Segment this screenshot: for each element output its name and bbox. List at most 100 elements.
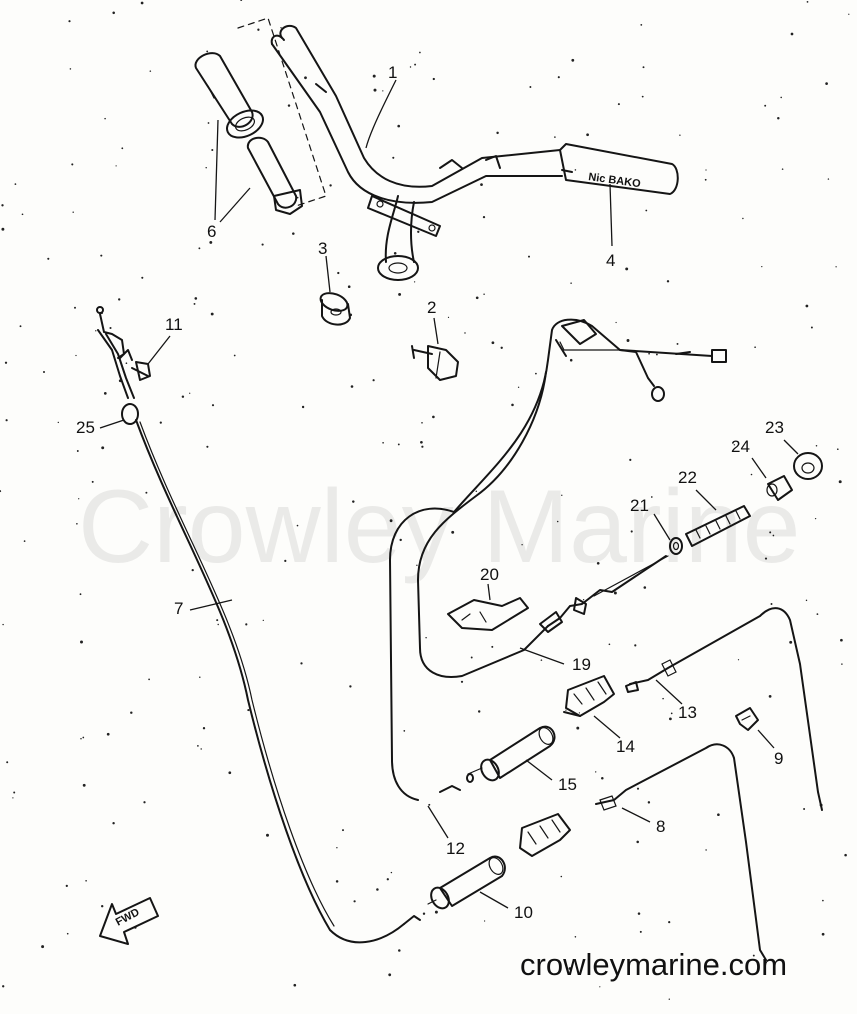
speck-dot xyxy=(556,520,559,523)
speck-dot xyxy=(480,183,483,186)
speck-dot xyxy=(806,1,809,3)
label-3: 3 xyxy=(318,239,327,258)
speck-dot xyxy=(629,458,632,461)
speck-dot xyxy=(655,353,658,356)
speck-dot xyxy=(491,645,494,648)
speck-dot xyxy=(521,544,523,546)
speck-dot xyxy=(540,659,543,661)
speck-dot xyxy=(95,330,97,332)
speck-dot xyxy=(772,534,775,537)
speck-dot xyxy=(392,156,395,159)
label-23: 23 xyxy=(765,418,784,437)
part-labels: 1 2 3 4 6 7 8 9 10 11 12 13 14 15 19 20 … xyxy=(76,63,784,922)
speck-dot xyxy=(373,88,377,92)
speck-dot xyxy=(47,257,50,260)
speck-dot xyxy=(206,50,209,53)
speck-dot xyxy=(470,656,473,659)
speck-dot xyxy=(816,613,819,615)
speck-dot xyxy=(421,445,424,448)
small-bracket-part xyxy=(447,597,529,631)
speck-dot xyxy=(2,623,4,626)
speck-dot xyxy=(414,63,417,66)
speck-dot xyxy=(569,358,573,362)
speck-dot xyxy=(417,230,420,233)
speck-dot xyxy=(202,727,206,730)
speck-dot xyxy=(2,985,5,988)
speck-dot xyxy=(304,76,307,80)
speck-dot xyxy=(4,361,8,364)
speck-dot xyxy=(228,771,232,775)
speck-dot xyxy=(82,783,86,787)
speck-dot xyxy=(82,736,85,739)
speck-dot xyxy=(301,405,305,409)
speck-dot xyxy=(636,840,639,844)
speck-dot xyxy=(636,787,640,790)
speck-dot xyxy=(287,104,291,107)
speck-dot xyxy=(416,564,418,566)
speck-dot xyxy=(750,473,753,476)
speck-dot xyxy=(668,921,671,924)
speck-dot xyxy=(403,730,406,732)
speck-dot xyxy=(645,209,648,212)
speck-dot xyxy=(329,184,332,187)
speck-dot xyxy=(409,66,412,68)
speck-dot xyxy=(761,265,763,268)
speck-dot xyxy=(65,884,68,888)
speck-dot xyxy=(247,709,250,712)
speck-dot xyxy=(211,404,215,407)
speck-dot xyxy=(1,227,5,231)
speck-dot xyxy=(386,878,389,881)
speck-dot xyxy=(74,306,76,309)
speck-dot xyxy=(641,95,644,98)
speck-dot xyxy=(245,623,248,626)
speck-dot xyxy=(742,217,744,220)
speck-dot xyxy=(666,280,670,283)
speck-dot xyxy=(13,791,16,794)
label-24: 24 xyxy=(731,437,750,456)
speck-dot xyxy=(483,920,486,922)
clip-9-part xyxy=(735,707,759,731)
speck-dot xyxy=(112,822,115,825)
speck-dot xyxy=(342,829,344,832)
speck-dot xyxy=(770,603,773,605)
speck-dot xyxy=(159,421,162,424)
speck-dot xyxy=(300,662,303,665)
grip-group-bracket xyxy=(237,17,327,207)
speck-dot xyxy=(844,853,847,857)
speck-dot xyxy=(596,561,600,565)
steering-handle-part xyxy=(270,24,563,281)
speck-dot xyxy=(101,905,104,908)
speck-dot xyxy=(148,678,150,681)
speck-dot xyxy=(608,643,611,646)
label-21: 21 xyxy=(630,496,649,515)
speck-dot xyxy=(496,131,499,135)
speck-dot xyxy=(447,316,450,319)
speck-dot xyxy=(613,591,617,595)
speck-dot xyxy=(529,86,532,88)
speck-dot xyxy=(76,522,78,525)
long-cable-part xyxy=(121,403,421,944)
speck-dot xyxy=(266,833,269,837)
speck-dot xyxy=(209,240,213,244)
speck-dot xyxy=(643,586,647,589)
speck-dot xyxy=(353,900,356,903)
speck-dot xyxy=(647,801,651,804)
speck-dot xyxy=(428,803,431,806)
speck-dot xyxy=(595,771,597,773)
speck-dot xyxy=(805,304,809,308)
fwd-arrow-icon: FWD xyxy=(99,897,159,945)
speck-dot xyxy=(574,936,577,938)
speck-dot xyxy=(1,204,4,207)
speck-dot xyxy=(421,422,423,424)
speck-dot xyxy=(637,912,641,915)
speck-dot xyxy=(347,285,351,289)
speck-dot xyxy=(200,748,202,750)
speck-dot xyxy=(76,450,79,452)
speck-dot xyxy=(141,276,144,279)
speck-dot xyxy=(434,910,438,914)
speck-dot xyxy=(848,13,850,15)
speck-dot xyxy=(670,712,673,715)
speck-dot xyxy=(764,557,768,560)
speck-dot xyxy=(388,973,392,977)
speck-dot xyxy=(198,247,201,250)
